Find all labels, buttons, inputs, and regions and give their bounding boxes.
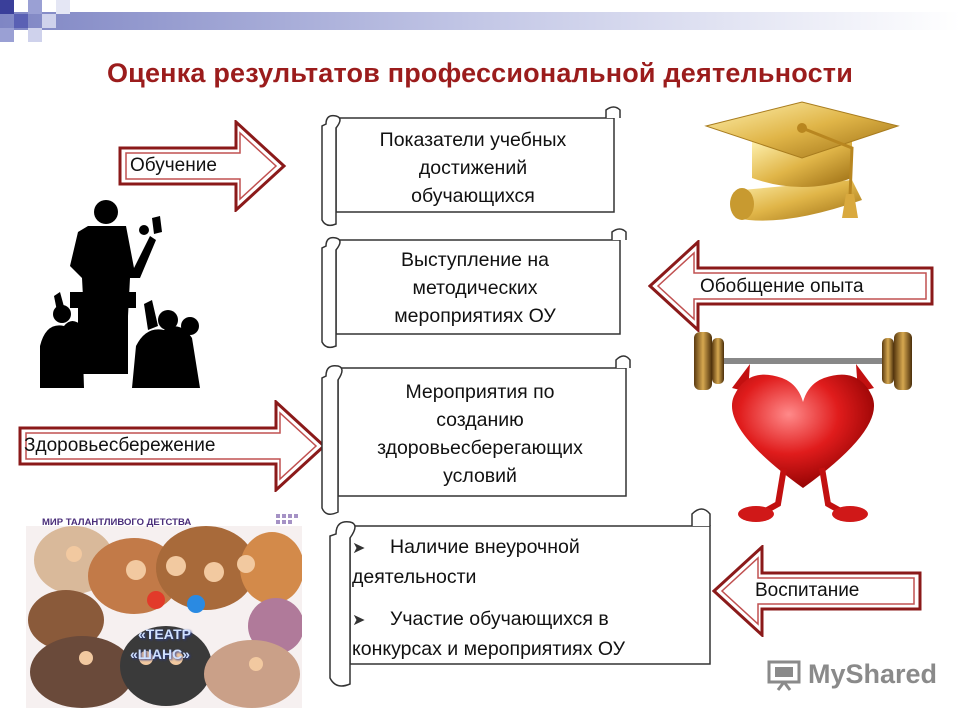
scroll-3-text: Мероприятия по созданию здоровьесберегаю… xyxy=(377,381,583,487)
top-decorative-bar xyxy=(0,0,960,42)
arrow-label-obobshchenie: Обобщение опыта xyxy=(700,276,864,297)
scroll-2-text: Выступление на методических мероприятиях… xyxy=(394,249,556,327)
scroll-box-4 xyxy=(329,508,711,687)
scroll-4-bullets: ➤Наличие внеурочной деятельности ➤Участи… xyxy=(352,533,704,677)
collage-theatre-line2: «ШАНС» xyxy=(130,646,190,662)
graduation-cap-icon xyxy=(704,101,900,221)
arrow-right-icon xyxy=(18,400,327,492)
check-arrow-icon: ➤ xyxy=(352,612,366,629)
theatre-collage: МИР ТАЛАНТЛИВОГО ДЕТСТВА «ТЕАТР «ШАНС» xyxy=(26,508,302,708)
arrow-label-zdorovie: Здоровьесбережение xyxy=(24,435,216,456)
arrow-label-obuchenie: Обучение xyxy=(130,155,217,176)
arrow-label-vospitanie: Воспитание xyxy=(755,580,860,601)
arrow-left-icon xyxy=(712,545,922,637)
collage-header: МИР ТАЛАНТЛИВОГО ДЕТСТВА xyxy=(42,517,192,528)
collage-theatre-line1: «ТЕАТР xyxy=(138,626,191,642)
presentation-icon xyxy=(767,660,801,691)
scroll-1-text: Показатели учебных достижений обучающихс… xyxy=(379,129,567,207)
list-item: ➤Наличие внеурочной деятельности xyxy=(352,536,580,588)
watermark-text: MyShared xyxy=(808,658,938,689)
check-arrow-icon: ➤ xyxy=(352,540,366,557)
page-title: Оценка результатов профессиональной деят… xyxy=(106,58,854,88)
scroll-box-2 xyxy=(321,228,627,349)
collage-background xyxy=(26,508,302,708)
scroll-box-3 xyxy=(321,355,631,515)
heart-barbell-icon xyxy=(694,332,912,522)
watermark: MyShared xyxy=(766,656,937,692)
arrow-left-icon xyxy=(648,240,934,332)
arrow-right-icon xyxy=(118,120,287,212)
scroll-box-1 xyxy=(321,106,621,227)
list-item: ➤Участие обучающихся в конкурсах и мероп… xyxy=(352,608,626,660)
speaker-silhouette-icon xyxy=(40,200,200,388)
